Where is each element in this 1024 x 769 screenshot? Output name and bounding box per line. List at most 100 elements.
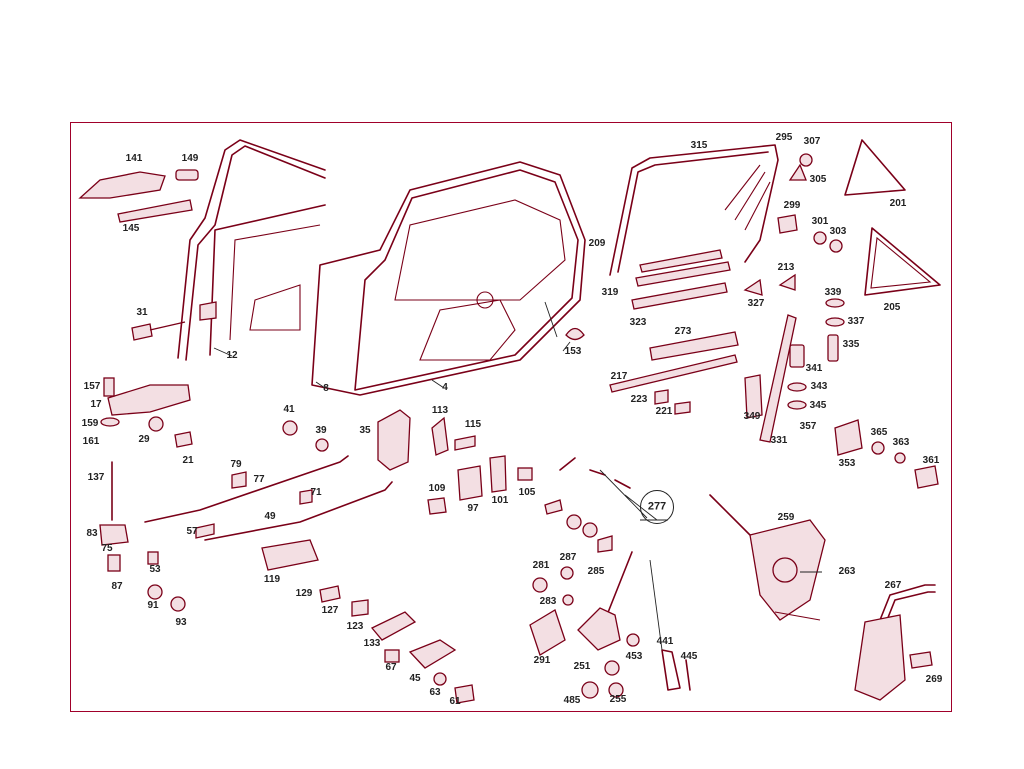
part-label-303: 303 — [829, 226, 847, 237]
part-label-97: 97 — [467, 503, 479, 514]
control-rods — [144, 455, 393, 541]
part-label-363: 363 — [892, 437, 910, 448]
part-label-157: 157 — [83, 381, 101, 392]
part-label-115: 115 — [464, 419, 482, 430]
part-label-39: 39 — [315, 425, 327, 436]
part-label-291: 291 — [533, 655, 551, 666]
part-label-201: 201 — [889, 198, 907, 209]
guide-channels — [609, 273, 797, 443]
part-label-315: 315 — [690, 140, 708, 151]
part-label-161: 161 — [82, 436, 100, 447]
part-label-343: 343 — [810, 381, 828, 392]
front-door-shell — [177, 139, 326, 361]
part-label-205: 205 — [883, 302, 901, 313]
bolt-31 — [131, 321, 186, 341]
part-label-209: 209 — [588, 238, 606, 249]
plug-153 — [565, 327, 585, 341]
part-label-221: 221 — [655, 406, 673, 417]
part-label-353: 353 — [838, 458, 856, 469]
part-label-349: 349 — [743, 411, 761, 422]
part-label-77: 77 — [253, 474, 265, 485]
inner-handle-119 — [261, 539, 319, 571]
part-label-331: 331 — [770, 435, 788, 446]
part-label-57: 57 — [186, 526, 198, 537]
lock-knob-rod — [99, 461, 186, 612]
part-label-17: 17 — [90, 399, 102, 410]
part-label-295: 295 — [775, 132, 793, 143]
door-handle-assembly — [78, 169, 199, 223]
part-label-79: 79 — [230, 459, 242, 470]
part-label-91: 91 — [147, 600, 159, 611]
part-label-31: 31 — [136, 307, 148, 318]
part-label-327: 327 — [747, 298, 765, 309]
part-label-153: 153 — [564, 346, 582, 357]
part-label-441: 441 — [656, 636, 674, 647]
part-label-323: 323 — [629, 317, 647, 328]
part-label-365: 365 — [870, 427, 888, 438]
diagram-frame — [70, 122, 952, 712]
part-label-341: 341 — [805, 363, 823, 374]
part-label-61: 61 — [449, 696, 461, 707]
part-label-319: 319 — [601, 287, 619, 298]
part-label-357: 357 — [799, 421, 817, 432]
part-label-105: 105 — [518, 487, 536, 498]
part-label-41: 41 — [283, 404, 295, 415]
part-label-109: 109 — [428, 483, 446, 494]
part-label-12: 12 — [226, 350, 238, 361]
part-label-267: 267 — [884, 580, 902, 591]
part-label-113: 113 — [431, 405, 449, 416]
small-fasteners-right — [777, 153, 845, 410]
part-label-251: 251 — [573, 661, 591, 672]
part-label-337: 337 — [847, 316, 865, 327]
part-label-263: 263 — [838, 566, 856, 577]
window-motor — [854, 584, 936, 701]
part-label-119: 119 — [263, 574, 281, 585]
part-label-145: 145 — [122, 223, 140, 234]
part-label-159: 159 — [81, 418, 99, 429]
part-label-335: 335 — [842, 339, 860, 350]
window-regulator-manual — [529, 457, 691, 699]
part-label-141: 141 — [125, 153, 143, 164]
part-label-445: 445 — [680, 651, 698, 662]
part-label-133: 133 — [363, 638, 381, 649]
part-label-299: 299 — [783, 200, 801, 211]
part-label-345: 345 — [809, 400, 827, 411]
lock-35 — [377, 409, 411, 471]
part-label-4: 4 — [442, 382, 448, 393]
part-label-453: 453 — [625, 651, 643, 662]
bracket-353 — [834, 419, 863, 456]
part-label-35: 35 — [359, 425, 371, 436]
part-label-287: 287 — [559, 552, 577, 563]
part-label-285: 285 — [587, 566, 605, 577]
part-label-101: 101 — [491, 495, 509, 506]
part-label-305: 305 — [809, 174, 827, 185]
part-label-75: 75 — [101, 543, 113, 554]
part-label-87: 87 — [111, 581, 123, 592]
hinge-17 — [100, 377, 193, 448]
part-label-281: 281 — [532, 560, 550, 571]
part-label-283: 283 — [539, 596, 557, 607]
part-label-301: 301 — [811, 216, 829, 227]
part-label-67: 67 — [385, 662, 397, 673]
callout-ring-277 — [640, 490, 674, 524]
part-label-269: 269 — [925, 674, 943, 685]
part-label-137: 137 — [87, 472, 105, 483]
part-label-8: 8 — [323, 383, 329, 394]
part-label-307: 307 — [803, 136, 821, 147]
part-label-63: 63 — [429, 687, 441, 698]
part-label-21: 21 — [182, 455, 194, 466]
part-label-149: 149 — [181, 153, 199, 164]
part-label-123: 123 — [346, 621, 364, 632]
part-label-129: 129 — [295, 588, 313, 599]
part-label-93: 93 — [175, 617, 187, 628]
part-label-71: 71 — [310, 487, 322, 498]
part-label-53: 53 — [149, 564, 161, 575]
part-label-273: 273 — [674, 326, 692, 337]
part-label-223: 223 — [630, 394, 648, 405]
part-label-361: 361 — [922, 455, 940, 466]
glass-205 — [864, 227, 941, 296]
part-label-277: 277 — [647, 500, 667, 513]
part-label-485: 485 — [563, 695, 581, 706]
